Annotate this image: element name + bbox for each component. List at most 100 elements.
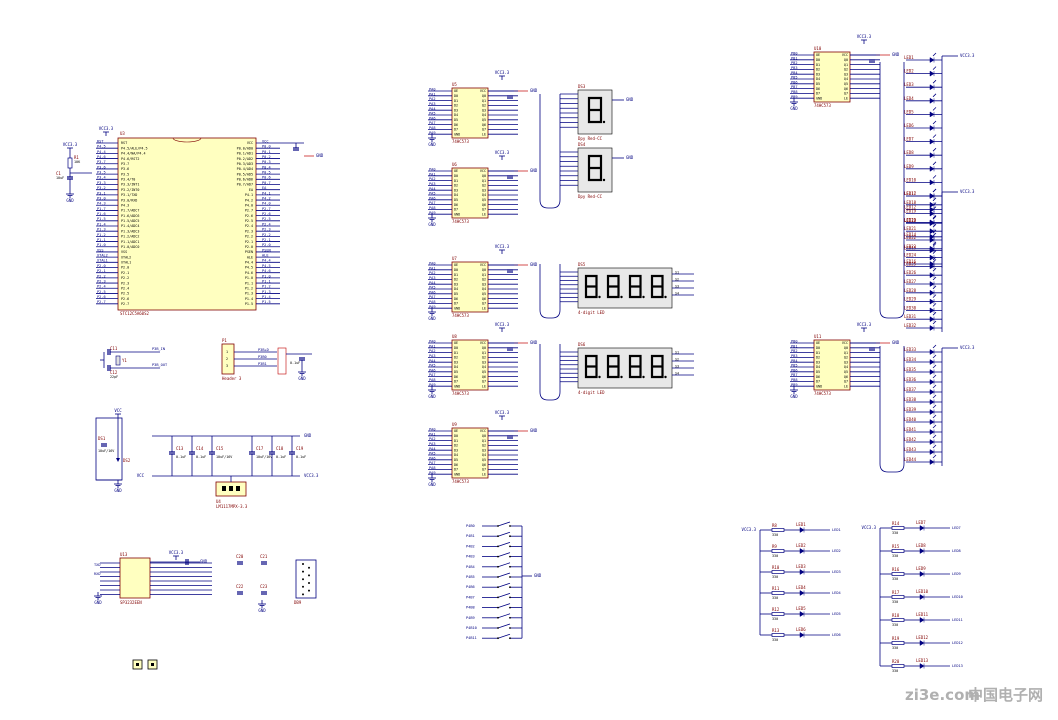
- vcc-label: VCC3.3: [495, 322, 510, 327]
- stat-led-label: LED5: [796, 606, 806, 611]
- latch-net-l: PB6: [791, 368, 798, 372]
- mount-hole-1-pad: [136, 663, 139, 666]
- header-ref: P1: [222, 338, 227, 343]
- latch-pin-label-l: D7: [454, 380, 458, 384]
- latch-pin-label-r: Q0: [482, 346, 486, 350]
- watermark-sub: zi3e.com: [905, 686, 980, 704]
- latch-pin-label-r: VCC: [842, 341, 848, 345]
- mcu-pin-label: P1.0/ADC0: [121, 245, 139, 249]
- led-symbol: [929, 193, 935, 199]
- latch-pin-label-r: Q2: [844, 356, 848, 360]
- led-ray: [932, 107, 937, 111]
- latch-body: [813, 339, 851, 391]
- resistor: [771, 591, 785, 595]
- key-node: [509, 535, 511, 538]
- key-node: [509, 545, 511, 548]
- latch-net-l: PB1: [791, 344, 798, 348]
- gnd-label: GND: [258, 608, 266, 613]
- latch-net-l: PA2: [429, 177, 436, 181]
- latch-net-l: PA3: [429, 182, 436, 186]
- led-label: LED34: [904, 357, 917, 362]
- mcu-net-left: P3.0: [97, 196, 106, 200]
- latch-body: [451, 339, 489, 391]
- led-label: LED19: [904, 209, 917, 214]
- stat-res-ref: R10: [772, 565, 780, 570]
- led-ray: [932, 303, 937, 307]
- mcu-pin-label: P3.3/INT1: [121, 183, 139, 187]
- led-label: LED22: [904, 235, 917, 240]
- resistor: [891, 618, 905, 622]
- latch-net-l: PA8: [429, 206, 436, 210]
- latch-pin-label-r: Q4: [844, 365, 848, 369]
- led-label: LED42: [904, 437, 917, 442]
- led-ray: [932, 147, 937, 152]
- mcu-net-left: P1.7: [97, 207, 106, 211]
- stat-led-label: LED6: [796, 627, 806, 632]
- stat-res-val: 330: [892, 531, 898, 535]
- mcu-net-left: P1.6: [97, 212, 106, 216]
- latch-ref: U9: [452, 422, 457, 427]
- display-body: [577, 267, 673, 309]
- latch-chips: U574HC573VCC3.3GNDOEPA0D0PA1D1PA2D2PA3D3…: [428, 34, 905, 487]
- latch-gnd-label: GND: [892, 52, 900, 57]
- mcu-pin-label: VSS: [121, 250, 127, 254]
- db9-pin: [302, 563, 304, 565]
- latch-pin-label-l: GND: [454, 306, 460, 310]
- key-label: P4B7: [466, 595, 475, 599]
- led-symbol: [929, 210, 935, 217]
- latch-ref: U6: [452, 162, 457, 167]
- latch-pin-label-r: VCC: [480, 429, 486, 433]
- led-ray: [932, 215, 937, 219]
- mcu-net-left: P2.2: [97, 274, 106, 278]
- stat-led: [919, 525, 925, 531]
- stat-led: [799, 569, 805, 575]
- latch-pin-label-r: Q7: [482, 128, 486, 132]
- latch-pin-label-r: Q1: [482, 439, 486, 443]
- led-ray: [932, 414, 937, 419]
- latch-pin-label-r: LE: [482, 306, 486, 310]
- latch-body: [451, 427, 489, 479]
- latch-gnd-label: GND: [530, 428, 538, 433]
- mcu-pin-label: P2.7: [121, 302, 129, 306]
- led-ray: [932, 344, 937, 349]
- digit-segments: [628, 354, 642, 379]
- latch-pin-label-l: D3: [816, 360, 820, 364]
- latch-net-l: PA6: [429, 368, 436, 372]
- key-contact: [497, 552, 511, 557]
- key-node: [497, 535, 499, 538]
- uart-part: SP3232EEN: [120, 600, 142, 605]
- latch-net-l: PA8: [429, 378, 436, 382]
- latch-net-l: PA0: [429, 428, 436, 432]
- latch-pin-label-r: Q5: [482, 370, 486, 374]
- mcu-pin-label-r: P4.0: [245, 203, 253, 207]
- led-label: LED25: [904, 261, 917, 266]
- latch-pin-label-l: D2: [454, 444, 458, 448]
- led-label: LED3: [904, 82, 914, 87]
- latch-pin-label-r: VCC: [480, 169, 486, 173]
- stat-res-val: 330: [892, 554, 898, 558]
- latch-pin-label-l: D7: [454, 208, 458, 212]
- resistor: [771, 612, 785, 616]
- stat-net-label: LED4: [832, 591, 841, 595]
- mcu-pin-label: P1.5/ADC5: [121, 219, 139, 223]
- latch-pin-label-l: D1: [454, 439, 458, 443]
- mcu-part: STC12C5A60S2: [120, 311, 149, 316]
- latch-net-l: PA0: [429, 88, 436, 92]
- stat-net-label: LED13: [952, 664, 963, 668]
- db9-pin: [302, 570, 304, 573]
- key-node: [497, 525, 499, 527]
- latch-pin-label-l: OE: [816, 53, 820, 57]
- led-ray: [932, 232, 937, 237]
- latch-net-l: PA6: [429, 116, 436, 120]
- display-body: [577, 347, 673, 389]
- led-ray: [932, 120, 937, 125]
- mcu-pin-label: P2.1: [121, 271, 129, 275]
- key-contact: [497, 582, 511, 588]
- led-symbol: [929, 369, 935, 375]
- latch-pin-label-r: Q7: [482, 208, 486, 212]
- led-ray: [932, 276, 937, 281]
- gnd-label: GND: [298, 376, 306, 381]
- gnd-label: GND: [790, 106, 798, 111]
- mcu-net-right: P4.0: [262, 202, 271, 206]
- mcu-net-right: PSEN: [262, 248, 271, 252]
